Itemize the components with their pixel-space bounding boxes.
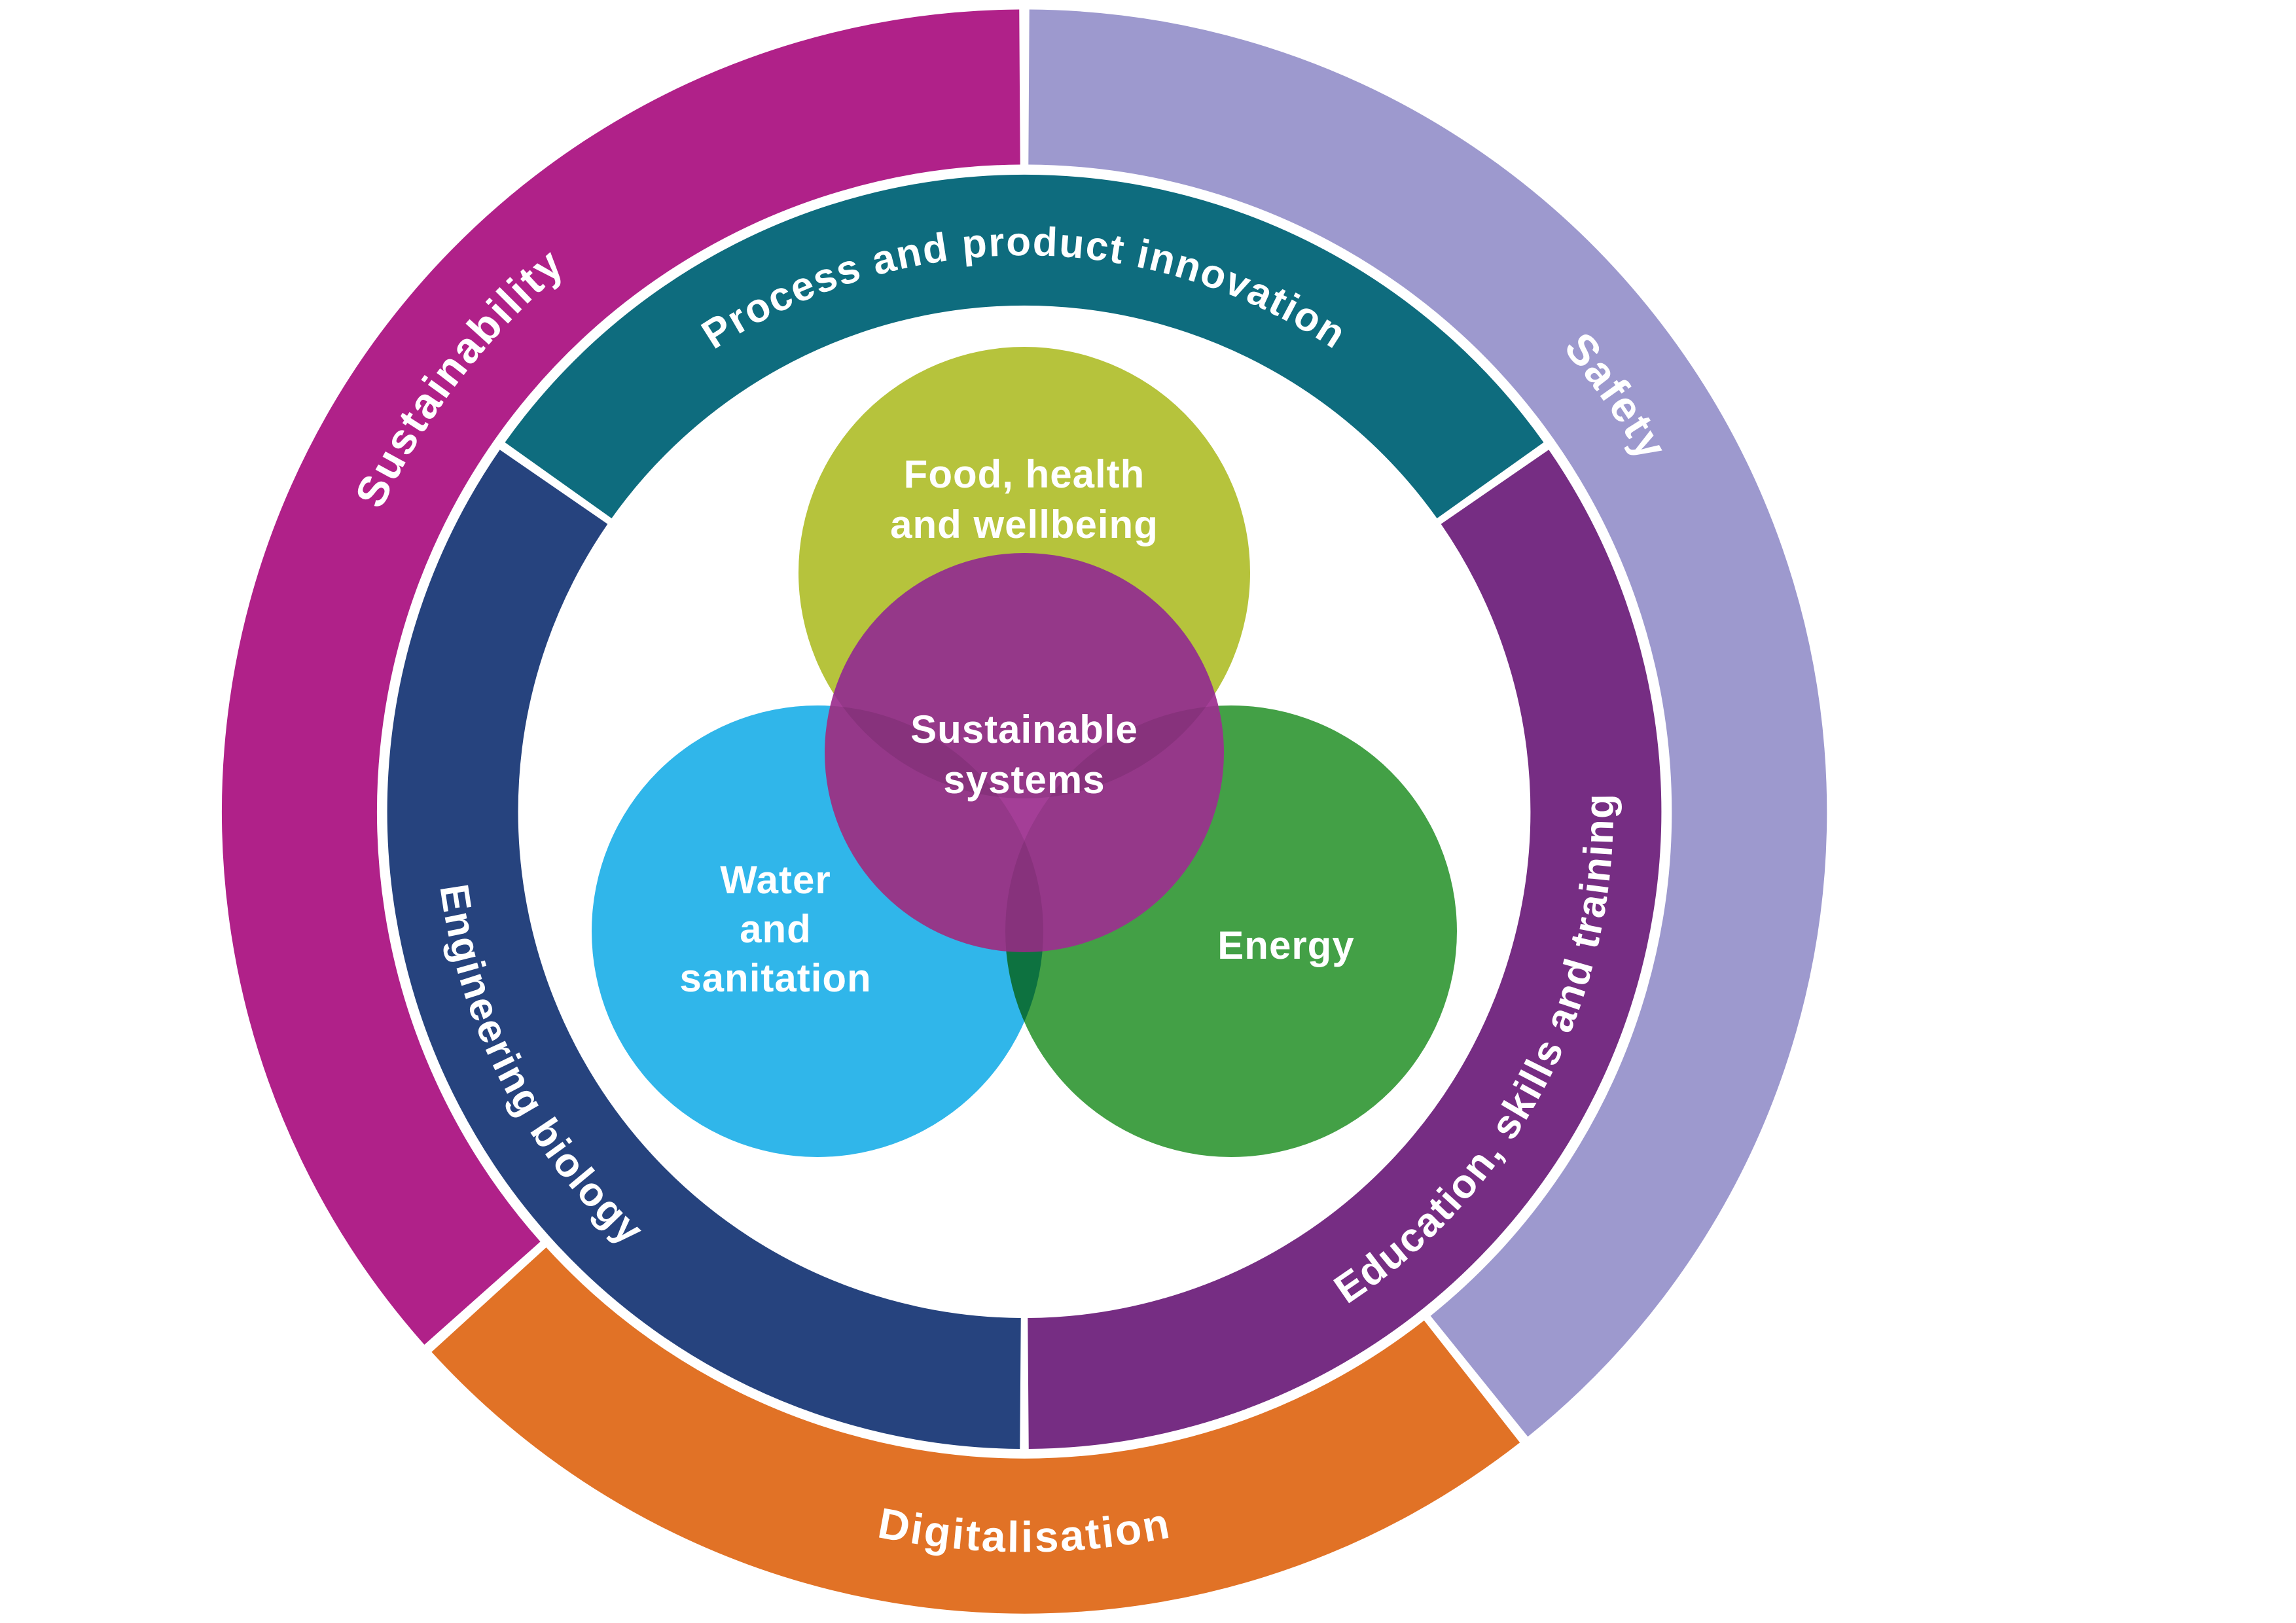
inner-segment-engineering bbox=[387, 450, 1021, 1449]
venn-center-circle bbox=[825, 553, 1224, 952]
venn-label-water: Water and sanitation bbox=[679, 858, 871, 1000]
inner-segment-education bbox=[1028, 450, 1662, 1449]
venn-center-petals bbox=[825, 553, 1224, 952]
center-label-line-1: Sustainable bbox=[910, 707, 1138, 751]
venn-label-food: Food, health and wellbeing bbox=[890, 452, 1158, 546]
venn-label-food-line-2: and wellbeing bbox=[890, 503, 1158, 546]
outer-segment-safety bbox=[1028, 9, 1827, 1437]
venn-center-label: Sustainable systems bbox=[910, 707, 1138, 802]
venn-label-energy: Energy bbox=[1217, 923, 1354, 967]
inner-ring bbox=[387, 174, 1662, 1449]
inner-segment-process bbox=[505, 174, 1544, 519]
venn-label-water-line-2: and bbox=[740, 907, 812, 951]
outer-segment-digitalisation bbox=[431, 1247, 1520, 1614]
outer-ring bbox=[222, 9, 1827, 1614]
outer-segment-sustainability bbox=[222, 9, 1020, 1345]
venn-diagram bbox=[592, 347, 1457, 1157]
venn-label-water-line-1: Water bbox=[720, 858, 831, 902]
center-label-line-2: systems bbox=[943, 758, 1105, 802]
venn-label-energy-line-1: Energy bbox=[1217, 923, 1354, 967]
venn-label-water-line-3: sanitation bbox=[679, 956, 871, 1000]
venn-label-food-line-1: Food, health bbox=[904, 452, 1145, 496]
